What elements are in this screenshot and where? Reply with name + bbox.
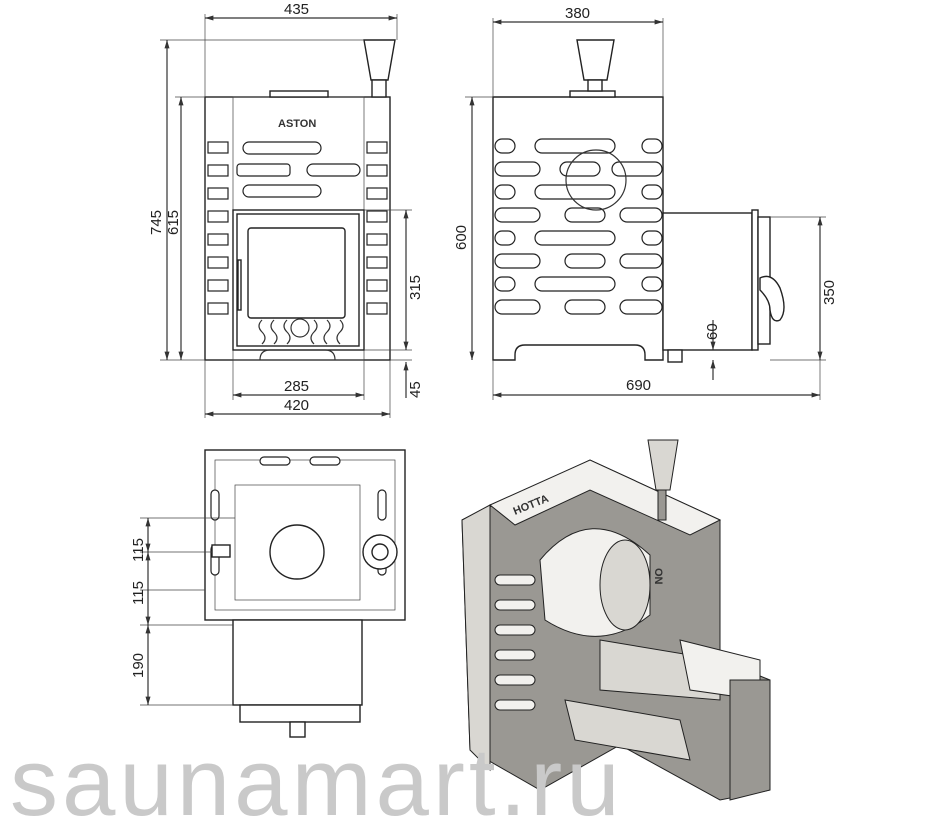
- dim-600: 600: [453, 225, 470, 250]
- dim-615: 615: [165, 210, 182, 235]
- chimney-icon: [647, 439, 679, 521]
- chimney-icon: [576, 39, 615, 92]
- dim-285: 285: [284, 378, 309, 395]
- door-handle-icon: [759, 275, 785, 322]
- dim-60: 60: [704, 323, 721, 340]
- dim-350: 350: [821, 280, 838, 305]
- flue-opening: [269, 524, 325, 580]
- side-view: 380 600 350 60 690: [453, 5, 838, 400]
- chimney-icon: [363, 39, 396, 98]
- dim-420: 420: [284, 397, 309, 414]
- isometric-cutaway-view: HOTTA ON: [461, 439, 771, 801]
- dim-315: 315: [407, 275, 424, 300]
- fire-tunnel: [662, 209, 785, 363]
- firebox-door: [232, 209, 365, 351]
- aston-logo: ASTON: [278, 118, 316, 130]
- top-view: 115 115 190: [130, 449, 406, 738]
- dim-380: 380: [565, 5, 590, 22]
- front-view: ASTON 435 745: [148, 1, 424, 418]
- dim-690: 690: [626, 377, 651, 394]
- front-vent-slots: [207, 141, 388, 315]
- dim-115-upper: 115: [130, 538, 147, 562]
- dim-45: 45: [407, 381, 424, 398]
- watermark: saunamart.ru: [10, 729, 624, 827]
- dim-190: 190: [130, 653, 147, 678]
- dim-115-lower: 115: [130, 581, 147, 605]
- side-vent-slots: [494, 138, 663, 315]
- iso-side-logo: ON: [652, 568, 664, 585]
- dim-435: 435: [284, 1, 309, 18]
- iso-slots: [494, 574, 536, 711]
- dim-745: 745: [148, 210, 165, 235]
